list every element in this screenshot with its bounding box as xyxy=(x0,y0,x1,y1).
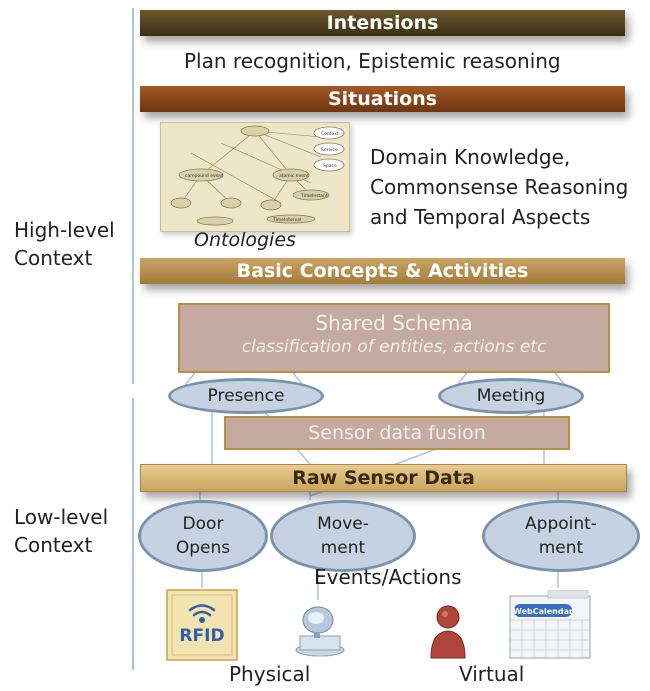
rfid-icon-text: RFID xyxy=(179,626,224,646)
high-level-label: High-level Context xyxy=(14,216,115,272)
situations-band: Situations xyxy=(140,86,625,112)
ontology-node-timeinterval: TimeInterval xyxy=(272,217,301,223)
rfid-icon: RFID xyxy=(166,589,238,661)
ontology-node-atomic: atomic event xyxy=(279,173,309,179)
situations-desc-line2: Commonsense Reasoning xyxy=(370,175,629,199)
meeting-label: Meeting xyxy=(476,386,546,406)
low-level-label: Low-level Context xyxy=(14,503,108,559)
low-level-label-line2: Context xyxy=(14,533,93,557)
high-level-label-line2: Context xyxy=(14,246,93,270)
person-icon xyxy=(428,602,468,660)
movement-ellipse: Move- ment xyxy=(270,500,416,572)
ontology-node-timeinstant: TimeInstant xyxy=(300,193,328,199)
situations-description: Domain Knowledge, Commonsense Reasoning … xyxy=(370,142,628,232)
intensions-band-label: Intensions xyxy=(326,12,439,34)
raw-sensor-band: Raw Sensor Data xyxy=(140,464,627,492)
ontology-thumbnail: Context Service Space compound event ato… xyxy=(160,122,350,232)
low-level-label-line1: Low-level xyxy=(14,505,109,529)
virtual-label: Virtual xyxy=(459,662,525,686)
low-level-divider xyxy=(132,398,134,670)
ontology-graph: Context Service Space compound event ato… xyxy=(170,125,345,226)
webcalendar-icon-text: WebCalendar xyxy=(513,607,573,616)
appointment-line2: ment xyxy=(538,538,584,558)
sensor-fusion-box: Sensor data fusion xyxy=(224,416,570,450)
shared-schema-box: Shared Schema classification of entities… xyxy=(178,303,610,373)
basic-concepts-band-label: Basic Concepts & Activities xyxy=(236,260,529,282)
situations-desc-line1: Domain Knowledge, xyxy=(370,145,571,169)
situations-desc-line3: and Temporal Aspects xyxy=(370,205,591,229)
door-opens-line2: Opens xyxy=(175,538,231,558)
high-level-label-line1: High-level xyxy=(14,218,115,242)
door-opens-ellipse: Door Opens xyxy=(138,500,268,572)
appointment-line1: Appoint- xyxy=(525,514,597,534)
basic-concepts-band: Basic Concepts & Activities xyxy=(140,258,625,284)
sensor-device-icon xyxy=(290,596,348,658)
intensions-band: Intensions xyxy=(140,10,625,36)
ontology-node-service: Service xyxy=(321,147,338,153)
movement-line2: ment xyxy=(320,538,366,558)
ontology-node-context: Context xyxy=(321,131,339,137)
presence-label: Presence xyxy=(207,386,285,406)
situations-band-label: Situations xyxy=(327,88,438,110)
ontology-node-compound: compound event xyxy=(185,173,223,179)
webcalendar-icon: WebCalendar xyxy=(508,589,592,660)
movement-line1: Move- xyxy=(317,514,369,534)
appointment-ellipse: Appoint- ment xyxy=(482,500,640,572)
intensions-subtitle: Plan recognition, Epistemic reasoning xyxy=(184,49,561,73)
meeting-ellipse: Meeting xyxy=(438,378,584,414)
ontologies-caption: Ontologies xyxy=(194,229,296,251)
raw-sensor-band-label: Raw Sensor Data xyxy=(292,467,475,489)
physical-label: Physical xyxy=(229,662,311,686)
high-level-divider xyxy=(132,8,134,384)
events-actions-label: Events/Actions xyxy=(314,565,462,589)
door-opens-line1: Door xyxy=(182,514,224,534)
presence-ellipse: Presence xyxy=(168,378,324,414)
shared-schema-title: Shared Schema xyxy=(315,311,473,335)
shared-schema-subtitle: classification of entities, actions etc xyxy=(241,337,547,357)
sensor-fusion-label: Sensor data fusion xyxy=(308,422,486,444)
ontology-node-space: Space xyxy=(323,163,337,169)
